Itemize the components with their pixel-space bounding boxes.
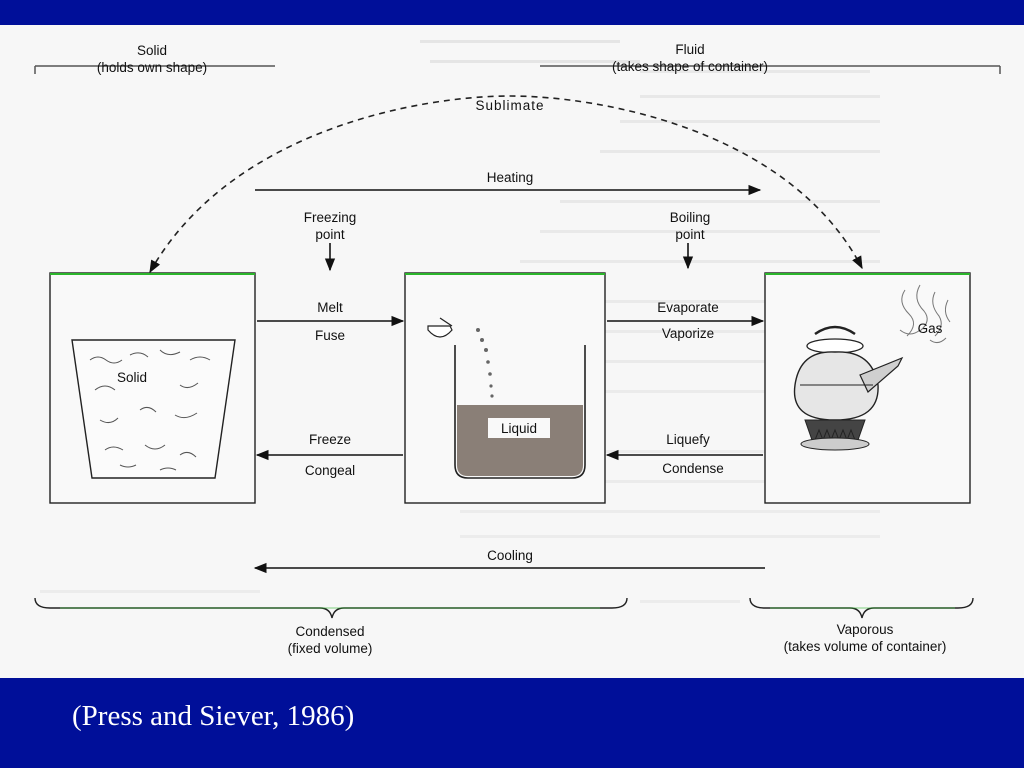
beaker-with-ice-icon: [71, 339, 236, 479]
heating-label: Heating: [487, 170, 534, 185]
evaporate-label: Evaporate: [657, 300, 719, 315]
vaporous-brace: [749, 597, 974, 619]
fluid-header-subtitle: (takes shape of container): [612, 59, 768, 74]
cooling-label: Cooling: [487, 548, 533, 563]
congeal-label: Congeal: [305, 463, 355, 478]
ladle-icon: [427, 325, 453, 338]
fuse-label: Fuse: [315, 328, 345, 343]
slide-caption: (Press and Siever, 1986): [72, 700, 355, 732]
freeze-label: Freeze: [309, 432, 351, 447]
condensed-brace: [34, 597, 628, 619]
states-of-matter-figure: Solid (holds own shape) Fluid (takes sha…: [0, 25, 1024, 678]
freezing-point-label-line1: Freezing: [304, 210, 357, 225]
condensed-label-line1: Condensed: [295, 624, 364, 639]
condensed-label-line2: (fixed volume): [288, 641, 373, 656]
condense-label: Condense: [662, 461, 724, 476]
gas-box: Gas: [764, 272, 971, 504]
gas-box-label: Gas: [918, 321, 943, 336]
liquid-box-label: Liquid: [501, 421, 537, 436]
boiling-point-label-line1: Boiling: [670, 210, 711, 225]
vaporize-label: Vaporize: [662, 326, 714, 341]
vaporous-label-line1: Vaporous: [837, 622, 894, 637]
liquefy-label: Liquefy: [666, 432, 710, 447]
solid-header-subtitle: (holds own shape): [97, 60, 207, 75]
liquid-box: Liquid: [404, 272, 606, 504]
kettle-icon: [793, 325, 904, 451]
vaporous-label-line2: (takes volume of container): [784, 639, 947, 654]
solid-box: Solid: [49, 272, 256, 504]
solid-header-title: Solid: [137, 43, 167, 58]
diagram-canvas: Solid (holds own shape) Fluid (takes sha…: [34, 40, 1001, 656]
sublimate-label: Sublimate: [475, 98, 544, 113]
boiling-point-label-line2: point: [675, 227, 705, 242]
melt-label: Melt: [317, 300, 343, 315]
solid-box-label: Solid: [117, 370, 147, 385]
sublimate-arc: [149, 95, 863, 274]
freezing-point-label-line2: point: [315, 227, 345, 242]
scan-bleed-texture: [40, 40, 880, 603]
fluid-header-title: Fluid: [675, 42, 704, 57]
steam-icon: [899, 284, 951, 344]
beaker-with-liquid-icon: [454, 345, 586, 479]
